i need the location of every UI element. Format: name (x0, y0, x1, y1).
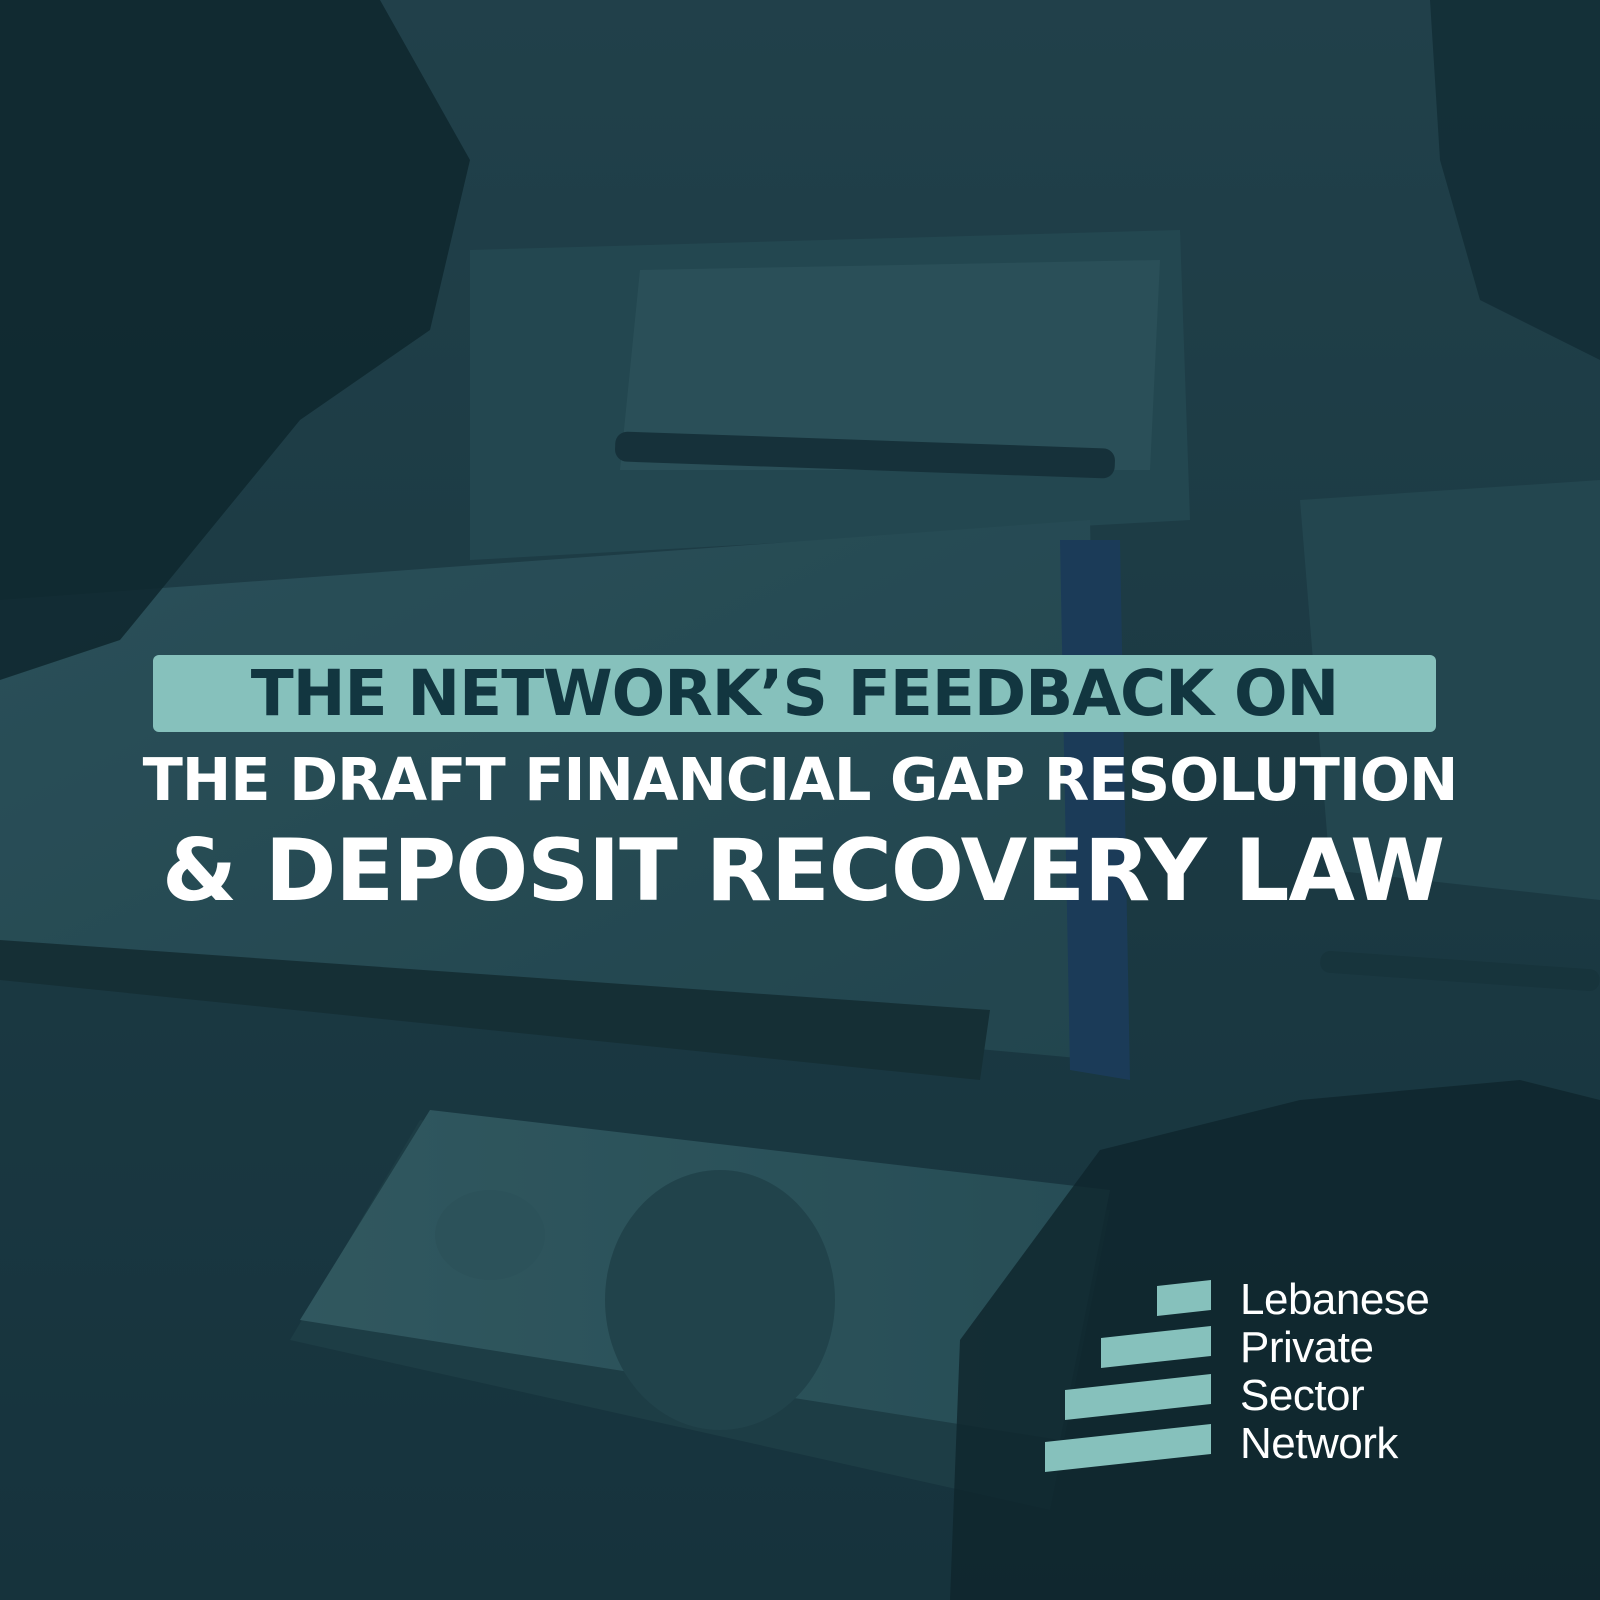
headline-highlight-band (153, 655, 1436, 732)
logo-line-1: Lebanese (1240, 1275, 1430, 1324)
headline-line-3: & DEPOSIT RECOVERY LAW (162, 821, 1445, 921)
logo-line-4: Network (1240, 1419, 1398, 1468)
logo-wordmark: Lebanese Private Sector Network (1240, 1275, 1430, 1468)
headline-line-2: THE DRAFT FINANCIAL GAP RESOLUTION (142, 745, 1459, 814)
organization-logo: Lebanese Private Sector Network (1045, 1276, 1505, 1480)
striped-bars-logo-icon (1045, 1280, 1230, 1475)
logo-line-3: Sector (1240, 1371, 1365, 1420)
logo-line-2: Private (1240, 1323, 1374, 1372)
headline-line-1: THE NETWORK’S FEEDBACK ON (250, 657, 1339, 730)
